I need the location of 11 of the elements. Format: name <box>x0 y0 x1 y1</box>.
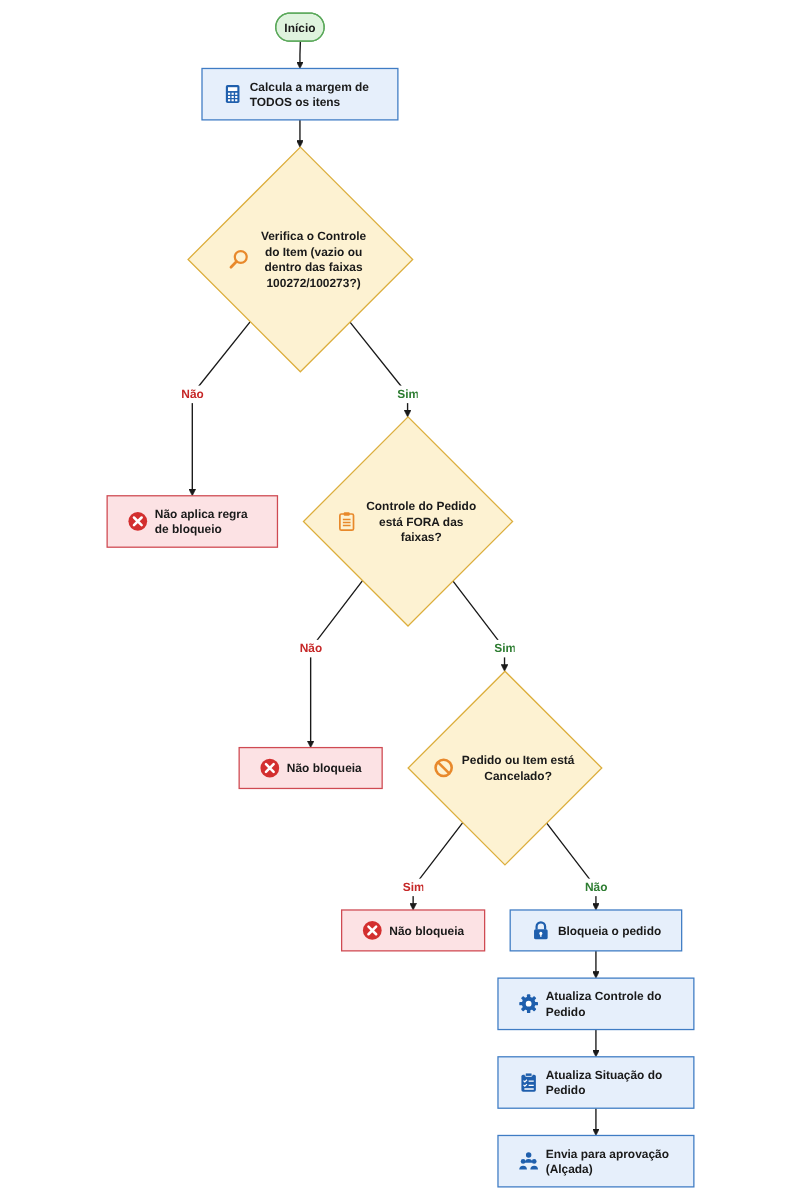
arrow <box>295 119 304 148</box>
arrow <box>306 580 363 748</box>
arrow <box>591 950 600 979</box>
arrow <box>451 580 508 672</box>
arrow <box>295 40 304 69</box>
arrow <box>188 321 251 497</box>
arrow <box>348 321 411 418</box>
arrow <box>545 822 600 911</box>
arrow <box>591 1107 600 1136</box>
arrow <box>591 1028 600 1058</box>
arrow <box>408 822 463 911</box>
